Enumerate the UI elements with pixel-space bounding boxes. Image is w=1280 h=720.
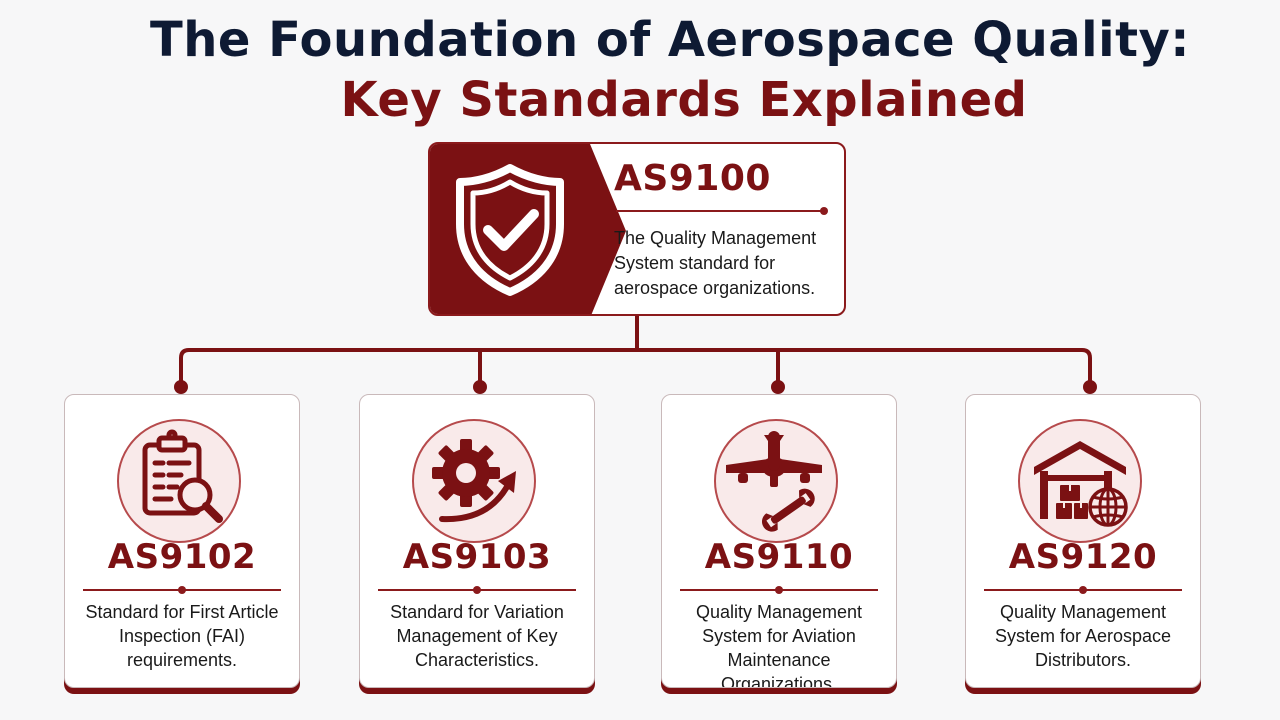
standard-code: AS9120: [1008, 537, 1158, 577]
standard-card-as9110: AS9110 Quality Management System for Avi…: [661, 394, 897, 688]
standard-code: AS9110: [704, 537, 854, 577]
branch-node-3: [771, 380, 785, 394]
branch-node-2: [473, 380, 487, 394]
airplane-wrench-icon: [726, 431, 822, 532]
warehouse-globe-icon: [1034, 441, 1128, 527]
card-divider: [984, 586, 1182, 594]
clipboard-magnifier-icon: [142, 429, 223, 523]
standard-description: Standard for First Article Inspection (F…: [85, 602, 279, 670]
card-divider: [680, 586, 878, 594]
standard-description: Standard for Variation Management of Key…: [390, 602, 564, 670]
branch-node-1: [174, 380, 188, 394]
standard-card-as9103: AS9103 Standard for Variation Management…: [359, 394, 595, 688]
standard-card-as9102: AS9102 Standard for First Article Inspec…: [64, 394, 300, 688]
branch-node-4: [1083, 380, 1097, 394]
shield-check-icon: [456, 164, 564, 296]
title-line-1: The Foundation of Aerospace Quality:: [149, 12, 1190, 68]
standard-code: AS9102: [107, 537, 257, 577]
card-divider: [83, 586, 281, 594]
root-divider: [616, 207, 828, 215]
root-standard-card: AS9100 The Quality Management System sta…: [428, 142, 846, 316]
card-divider: [378, 586, 576, 594]
standard-description: Quality Management System for Aerospace …: [994, 602, 1172, 670]
gear-arrow-icon: [432, 439, 516, 523]
root-code: AS9100: [614, 158, 771, 199]
standard-card-as9120: AS9120 Quality Management System for Aer…: [965, 394, 1201, 688]
standard-description: Quality Management System for Aviation M…: [695, 602, 863, 688]
root-description: The Quality Management System standard f…: [614, 228, 817, 298]
title-line-2: Key Standards Explained: [340, 72, 1028, 128]
standard-code: AS9103: [402, 537, 552, 577]
branch-bar-line: [179, 348, 1092, 387]
